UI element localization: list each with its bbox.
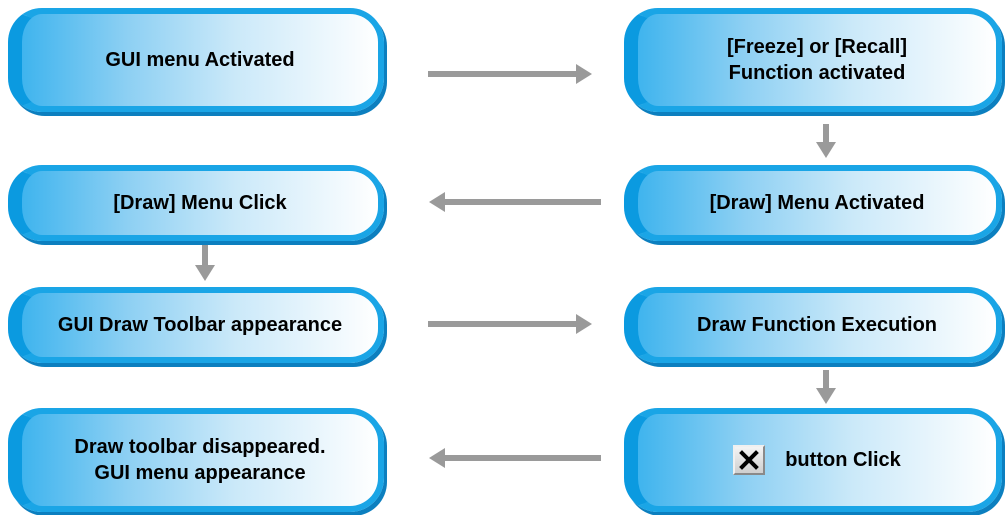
arrow-down-1 <box>816 124 836 158</box>
step-draw-menu-activated: [Draw] Menu Activated <box>624 165 1002 241</box>
arrow-left-1 <box>429 192 601 212</box>
step-draw-function-execution: Draw Function Execution <box>624 287 1002 363</box>
step-label: button Click <box>785 449 901 471</box>
step-draw-menu-click: [Draw] Menu Click <box>8 165 384 241</box>
step-gui-menu-activated: GUI menu Activated <box>8 8 384 112</box>
step-freeze-recall: [Freeze] or [Recall] Function activated <box>624 8 1002 112</box>
step-label: [Draw] Menu Activated <box>709 192 925 214</box>
close-x-icon <box>733 445 766 475</box>
arrow-down-3 <box>816 370 836 404</box>
step-label: Draw Function Execution <box>696 314 938 336</box>
step-gui-draw-toolbar: GUI Draw Toolbar appearance <box>8 287 384 363</box>
step-label: GUI menu Activated <box>105 49 295 71</box>
step-toolbar-disappeared: Draw toolbar disappeared. GUI menu appea… <box>8 408 384 512</box>
step-label: GUI Draw Toolbar appearance <box>57 314 343 336</box>
arrow-left-2 <box>429 448 601 468</box>
step-label-line2: Function activated <box>728 62 906 84</box>
arrow-down-2 <box>195 245 215 281</box>
step-label-line1: [Freeze] or [Recall] <box>726 36 908 58</box>
step-label-line1: Draw toolbar disappeared. <box>74 436 326 458</box>
step-label-line2: GUI menu appearance <box>94 462 306 484</box>
step-label: [Draw] Menu Click <box>113 192 287 214</box>
arrow-right-2 <box>428 314 592 334</box>
arrow-right-1 <box>428 64 592 84</box>
step-button-click: button Click <box>624 408 1002 512</box>
